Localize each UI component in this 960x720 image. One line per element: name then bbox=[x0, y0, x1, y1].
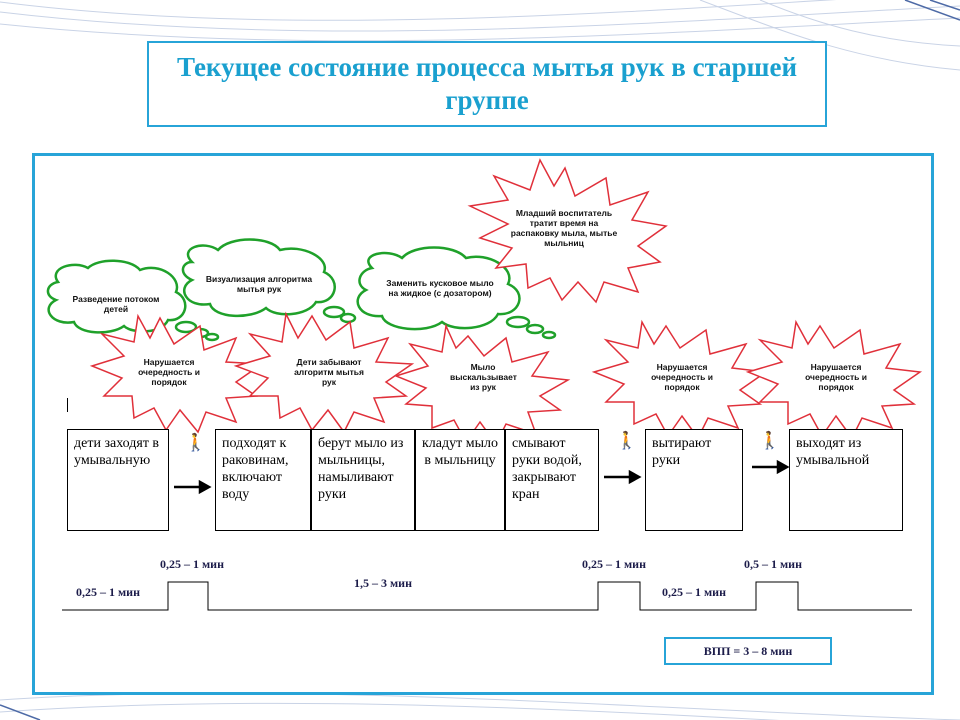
cloud-text: Заменить кусковое мыло на жидкое (с доза… bbox=[386, 278, 494, 298]
cloud-bubble bbox=[322, 305, 346, 319]
marker-line bbox=[67, 398, 68, 412]
burst-text: Мыло выскальзывает из рук bbox=[450, 362, 517, 392]
cloud-shape bbox=[181, 238, 336, 318]
time-label: 0,25 – 1 мин bbox=[76, 585, 141, 599]
burst-shape bbox=[591, 319, 769, 440]
burst-shape bbox=[467, 158, 668, 304]
timeline bbox=[62, 581, 912, 611]
cloud-text: Разведение потоком детей bbox=[72, 294, 160, 314]
time-label: 0,5 – 1 мин bbox=[744, 557, 803, 571]
walking-person-icon: 🚶 bbox=[759, 431, 781, 450]
burst-shape bbox=[233, 311, 415, 434]
step-box: берут мыло из мыльницы, намыливают руки bbox=[311, 429, 415, 531]
total-time-box: ВПП = 3 – 8 мин bbox=[664, 637, 832, 665]
time-label: 0,25 – 1 мин bbox=[662, 585, 727, 599]
step-box: смывают руки водой, закрывают кран bbox=[505, 429, 599, 531]
step-box: вытирают руки bbox=[645, 429, 743, 531]
burst-text: Дети забывают алгоритм мытья рук bbox=[294, 357, 364, 387]
cloud-shape bbox=[356, 246, 521, 331]
step-box: выходят из умывальной bbox=[789, 429, 903, 531]
cloud-text: Визуализация алгоритма мытья рук bbox=[205, 274, 313, 294]
burst-shape bbox=[393, 323, 571, 446]
time-label: 1,5 – 3 мин bbox=[354, 576, 413, 590]
cloud-bubble bbox=[204, 332, 220, 342]
step-box: подходят к раковинам, включают воду bbox=[215, 429, 311, 531]
burst-text: Нарушается очередность и порядок bbox=[651, 362, 713, 392]
cloud-bubble bbox=[505, 315, 531, 329]
burst-text: Нарушается очередность и порядок bbox=[138, 357, 200, 387]
step-box: дети заходят в умывальную bbox=[67, 429, 169, 531]
walking-person-icon: 🚶 bbox=[185, 433, 207, 452]
walking-person-icon: 🚶 bbox=[616, 431, 638, 450]
burst-shape bbox=[89, 313, 265, 434]
time-label: 0,25 – 1 мин bbox=[160, 557, 225, 571]
step-box: кладут мыло в мыльницу bbox=[415, 429, 505, 531]
cloud-bubble bbox=[339, 312, 357, 324]
time-label: 0,25 – 1 мин bbox=[582, 557, 647, 571]
burst-shape bbox=[745, 319, 923, 440]
cloud-shape bbox=[46, 259, 187, 334]
burst-text: Младший воспитатель тратит время на расп… bbox=[510, 208, 618, 248]
burst-text: Нарушается очередность и порядок bbox=[805, 362, 867, 392]
slide-title: Текущее состояние процесса мытья рук в с… bbox=[147, 41, 827, 127]
cloud-bubble bbox=[174, 320, 198, 334]
cloud-bubble bbox=[525, 323, 545, 335]
cloud-bubble bbox=[541, 330, 557, 340]
